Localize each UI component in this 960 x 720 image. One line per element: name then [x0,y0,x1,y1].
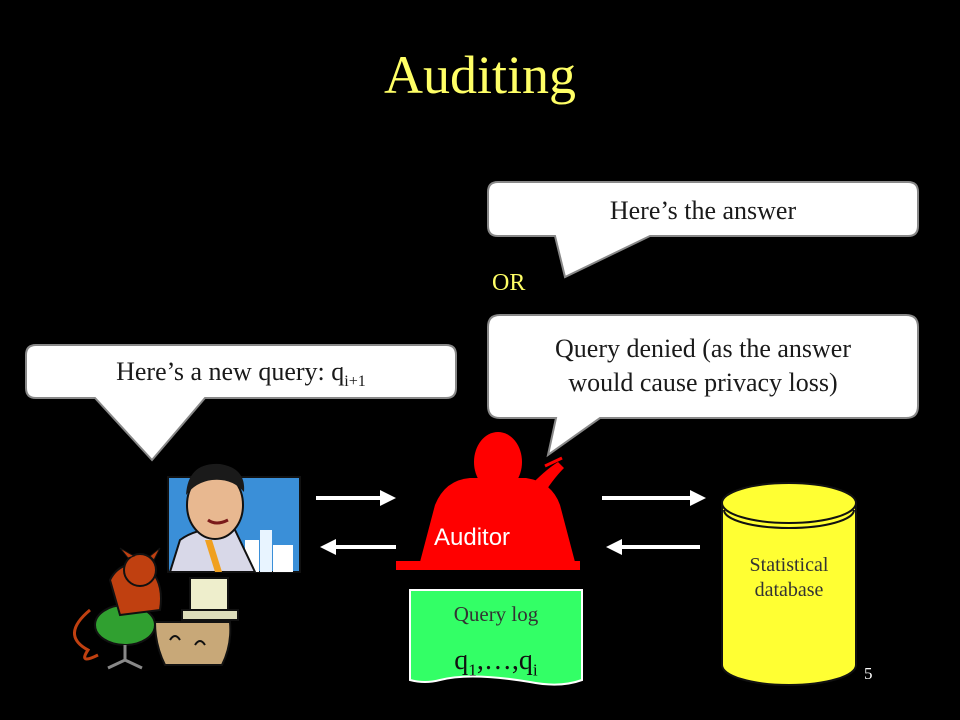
query-log-title: Query log [453,602,539,626]
answer-speech-bubble [487,181,919,279]
database-label-line-2: database [754,579,824,601]
auditor-silhouette [396,432,580,570]
new-query-prefix: Here’s a new query: q [116,357,345,386]
man-portrait-icon [167,463,301,573]
devil-at-computer-icon [73,547,239,670]
slide-title: Auditing [383,45,576,105]
query-log-ellipsis: ,…, [476,645,519,676]
database-label-line-1: Statistical [749,554,829,576]
or-label: OR [492,270,526,296]
query-log-q1: q [454,645,469,676]
query-log-contents: q1,…,qi [410,645,582,681]
denied-line-2: would cause privacy loss) [568,368,838,397]
arrow-auditor-to-user [320,539,396,555]
database-label: Statistical database [722,553,856,603]
query-log-sheet [409,589,583,686]
statistical-database-cylinder [721,482,857,686]
arrow-database-to-auditor [606,539,700,555]
new-query-bubble-text: Here’s a new query: qi+1 [26,355,456,399]
denied-line-1: Query denied (as the answer [555,334,851,363]
answer-bubble-text: Here’s the answer [609,196,797,225]
auditor-label: Auditor [434,524,511,551]
new-query-subscript: i+1 [344,373,366,391]
denied-speech-bubble [487,314,919,458]
page-number: 5 [864,664,873,683]
new-query-speech-bubble [25,344,457,462]
query-log-q1-subscript: 1 [468,660,477,680]
query-log-qi: q [518,645,533,676]
query-log-qi-subscript: i [532,660,538,680]
arrow-user-to-auditor [316,490,396,506]
denied-bubble-text: Query denied (as the answer would cause … [488,332,918,400]
arrow-auditor-to-database [602,490,706,506]
